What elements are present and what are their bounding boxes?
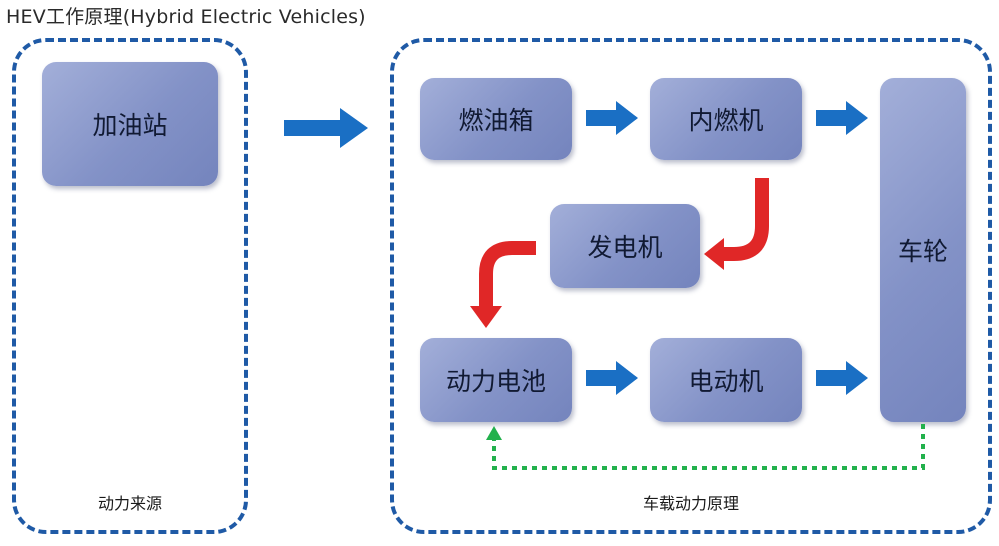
regen-feedback-arrowhead	[486, 426, 502, 440]
motor-box: 电动机	[650, 338, 802, 422]
motor-to-wheels-arrow	[816, 361, 868, 395]
tank-to-engine-arrow	[586, 101, 638, 135]
wheels-box: 车轮	[880, 78, 966, 422]
engine-box: 内燃机	[650, 78, 802, 160]
gas-station-box: 加油站	[42, 62, 218, 186]
battery-box: 动力电池	[420, 338, 572, 422]
engine-to-wheels-arrow	[816, 101, 868, 135]
source-to-vehicle-arrow	[284, 108, 368, 148]
regen-feedback-arrow	[492, 424, 925, 470]
battery-to-motor-arrow	[586, 361, 638, 395]
engine-to-generator-arrowhead	[704, 238, 724, 270]
power-source-group: 动力来源	[12, 38, 248, 534]
generator-box: 发电机	[550, 204, 700, 288]
generator-to-battery-arrowhead	[470, 306, 502, 328]
vehicle-power-label: 车载动力原理	[642, 494, 739, 513]
diagram-title: HEV工作原理(Hybrid Electric Vehicles)	[6, 6, 366, 28]
vehicle-power-group: 车载动力原理	[390, 38, 992, 534]
generator-to-battery-arrow	[479, 241, 536, 308]
fuel-tank-box: 燃油箱	[420, 78, 572, 160]
engine-to-generator-arrow	[722, 178, 769, 261]
power-source-label: 动力来源	[97, 494, 162, 513]
